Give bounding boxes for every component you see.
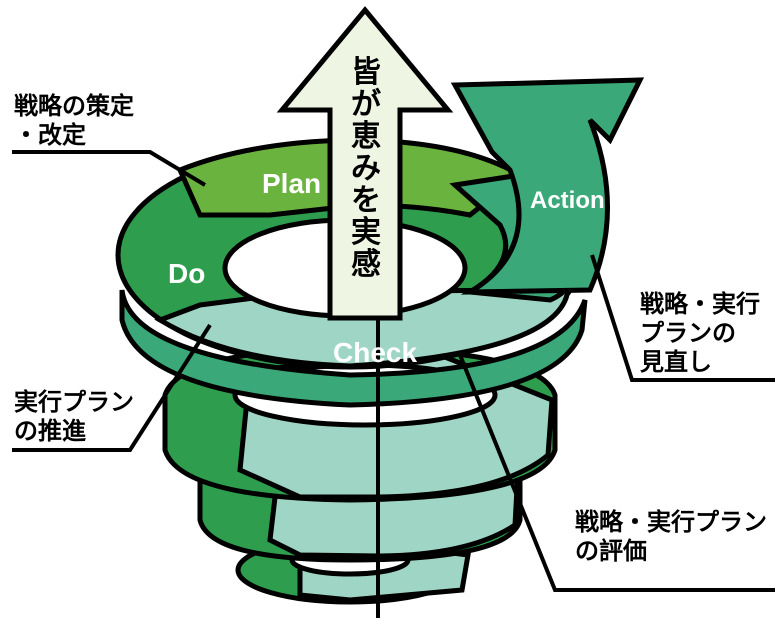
center-up-arrow [276,6,454,321]
spiral-lower-rings [119,289,588,605]
callout-do: 実行プラン の推進 [14,388,134,445]
phase-label-do: Do [168,258,205,289]
center-arrow-char: み [351,152,381,185]
check-segment [154,287,571,369]
center-arrow-char: 実 [351,216,381,249]
callout-action: 戦略・実行 プランの 見直し [640,290,760,376]
phase-label-check: Check [333,337,417,368]
center-arrow-char: 恵 [351,120,381,153]
leader-action [590,254,775,382]
center-arrow-char: 皆 [351,56,381,89]
center-arrow-char: 感 [351,248,381,281]
center-arrow-char: を [351,184,381,217]
callout-plan: 戦略の策定 ・改定 [14,92,134,149]
phase-label-action: Action [530,187,605,214]
center-arrow-char: が [351,87,381,121]
action-curved-arrow [450,77,645,295]
leader-check [458,354,775,592]
leader-do [12,323,212,452]
callout-leaders [12,150,775,592]
phase-label-plan: Plan [262,168,321,199]
leader-plan [12,150,207,187]
callout-check: 戦略・実行プラン の評価 [575,508,767,565]
